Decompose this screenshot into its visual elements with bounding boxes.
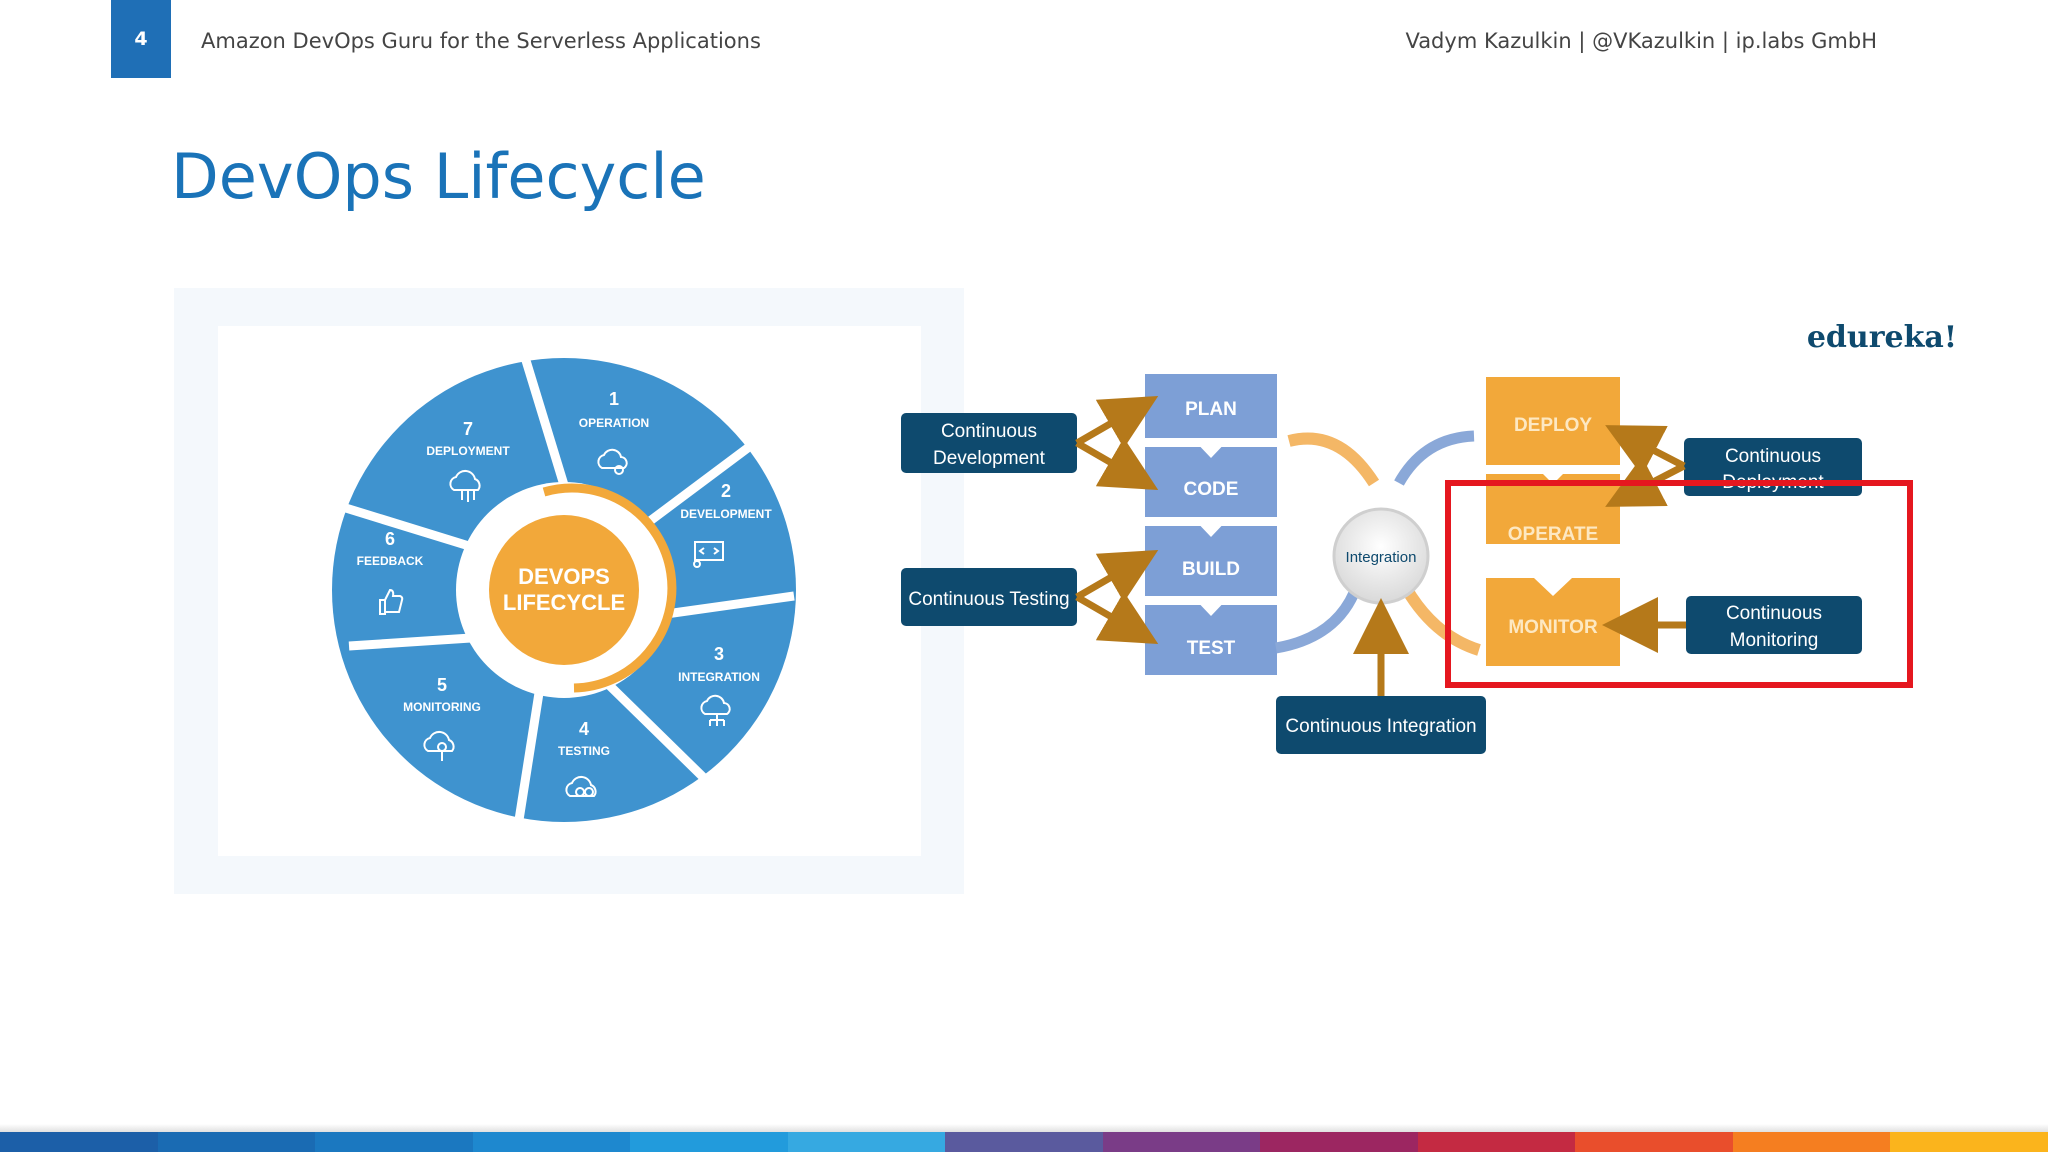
wheel-segment-monitoring: 5 MONITORING — [403, 675, 481, 761]
segment-label: DEVELOPMENT — [680, 507, 772, 521]
segment-label: DEPLOYMENT — [426, 444, 510, 458]
stack-chevron — [1192, 517, 1230, 537]
stack-box-code — [1145, 447, 1277, 517]
stack-label-code: CODE — [1184, 479, 1239, 500]
presentation-title: Amazon DevOps Guru for the Serverless Ap… — [201, 29, 761, 53]
thumbs-up-icon — [379, 588, 404, 615]
slide-title: DevOps Lifecycle — [171, 140, 706, 213]
segment-label: FEEDBACK — [357, 554, 424, 568]
label-line: Continuous — [1726, 603, 1822, 624]
footer-color-segment — [1575, 1132, 1733, 1152]
segment-label: MONITORING — [403, 700, 481, 714]
wheel-segment-integration: 3 INTEGRATION — [678, 644, 760, 726]
stack-label-monitor: MONITOR — [1508, 617, 1598, 638]
label-line: Continuous Integration — [1285, 716, 1476, 737]
author-credit: Vadym Kazulkin | @VKazulkin | ip.labs Gm… — [1405, 29, 1877, 53]
footer-color-segment — [472, 1132, 631, 1152]
continuous-deployment-box: Continuous Deployment — [1684, 438, 1862, 496]
wheel-dividers — [334, 352, 795, 821]
cloud-gear-icon — [597, 448, 628, 475]
label-line: Continuous — [941, 421, 1037, 442]
curve-arrow-bottom-left — [1275, 590, 1360, 654]
cloud-pin-icon — [423, 730, 455, 761]
page-number: 4 — [111, 0, 171, 78]
segment-label: INTEGRATION — [678, 670, 760, 684]
cloud-upload-icon — [449, 469, 481, 502]
segment-number: 5 — [437, 675, 447, 695]
stack-chevron — [1534, 578, 1572, 596]
footer-color-segment — [945, 1132, 1103, 1152]
continuous-development-box: Continuous Development — [901, 413, 1077, 473]
stack-box-test — [1145, 605, 1277, 675]
curve-arrow-top-right — [1394, 430, 1475, 486]
label-line: Continuous — [1725, 446, 1821, 467]
stack-chevron — [1192, 596, 1230, 616]
wheel-segment-deployment: 7 DEPLOYMENT — [426, 419, 510, 502]
wheel-segment-feedback: 6 FEEDBACK — [357, 529, 424, 615]
segment-label: OPERATION — [579, 416, 649, 430]
continuous-testing-box: Continuous Testing — [901, 568, 1077, 626]
wheel-segment-operation: 1 OPERATION — [579, 389, 649, 475]
label-line: Development — [933, 448, 1046, 469]
edureka-logo: edureka! — [1807, 320, 1957, 355]
stack-box-deploy — [1486, 377, 1620, 465]
highlight-operate-monitor — [1445, 480, 1913, 688]
segment-number: 2 — [721, 481, 731, 501]
stack-label-plan: PLAN — [1185, 399, 1237, 420]
lifecycle-wheel: DEVOPS LIFECYCLE 1 OPERATION 2 DEVELOPME… — [332, 352, 796, 822]
footer-shadow — [0, 1124, 2048, 1134]
footer-color-segment — [157, 1132, 316, 1152]
footer-color-segment — [1732, 1132, 1891, 1152]
footer-color-segment — [787, 1132, 946, 1152]
devops-lifecycle-image: DEVOPS LIFECYCLE 1 OPERATION 2 DEVELOPME… — [174, 288, 1964, 894]
segment-number: 6 — [385, 529, 395, 549]
segment-number: 4 — [579, 719, 589, 739]
stack-label-deploy: DEPLOY — [1514, 415, 1592, 436]
segment-number: 1 — [609, 389, 619, 409]
footer-color-segment — [1890, 1132, 2048, 1152]
connector-arrows — [1075, 395, 1686, 696]
stack-box-plan — [1145, 374, 1277, 438]
footer-color-bar — [0, 1132, 2048, 1152]
segment-label: TESTING — [558, 744, 610, 758]
footer-color-segment — [315, 1132, 473, 1152]
plan-code-build-test-stack: PLAN CODE BUILD TEST — [1145, 374, 1277, 675]
wheel-segment-testing: 4 TESTING — [558, 719, 610, 797]
segment-number: 3 — [714, 644, 724, 664]
label-line: Continuous Testing — [908, 589, 1069, 610]
footer-color-segment — [1260, 1132, 1418, 1152]
wheel-center-line1: DEVOPS — [518, 564, 610, 589]
stack-box-build — [1145, 526, 1277, 596]
segment-number: 7 — [463, 419, 473, 439]
footer-color-segment — [630, 1132, 788, 1152]
cloud-network-icon — [700, 694, 731, 726]
code-monitor-icon — [693, 541, 724, 568]
footer-color-segment — [0, 1132, 158, 1152]
wheel-center-line2: LIFECYCLE — [503, 590, 625, 615]
continuous-integration-box: Continuous Integration — [1276, 696, 1486, 754]
stack-label-operate: OPERATE — [1508, 524, 1598, 545]
deploy-operate-monitor-stack: DEPLOY OPERATE MONITOR — [1486, 377, 1620, 666]
wheel-orange-arc — [542, 483, 677, 693]
label-line: Monitoring — [1730, 630, 1819, 651]
stack-label-test: TEST — [1187, 638, 1236, 659]
footer-color-segment — [1102, 1132, 1261, 1152]
stack-chevron — [1192, 438, 1230, 458]
cloud-check-icon — [565, 775, 597, 797]
curve-arrow-top-left — [1287, 432, 1380, 487]
footer-color-segment — [1417, 1132, 1576, 1152]
wheel-center — [489, 515, 639, 665]
wheel-segment-development: 2 DEVELOPMENT — [680, 481, 772, 568]
continuous-monitoring-box: Continuous Monitoring — [1686, 596, 1862, 654]
stack-label-build: BUILD — [1182, 559, 1240, 580]
stack-chevron — [1534, 465, 1572, 484]
integration-hub-label: Integration — [1346, 549, 1417, 566]
curve-arrow-bottom-right — [1400, 584, 1481, 656]
